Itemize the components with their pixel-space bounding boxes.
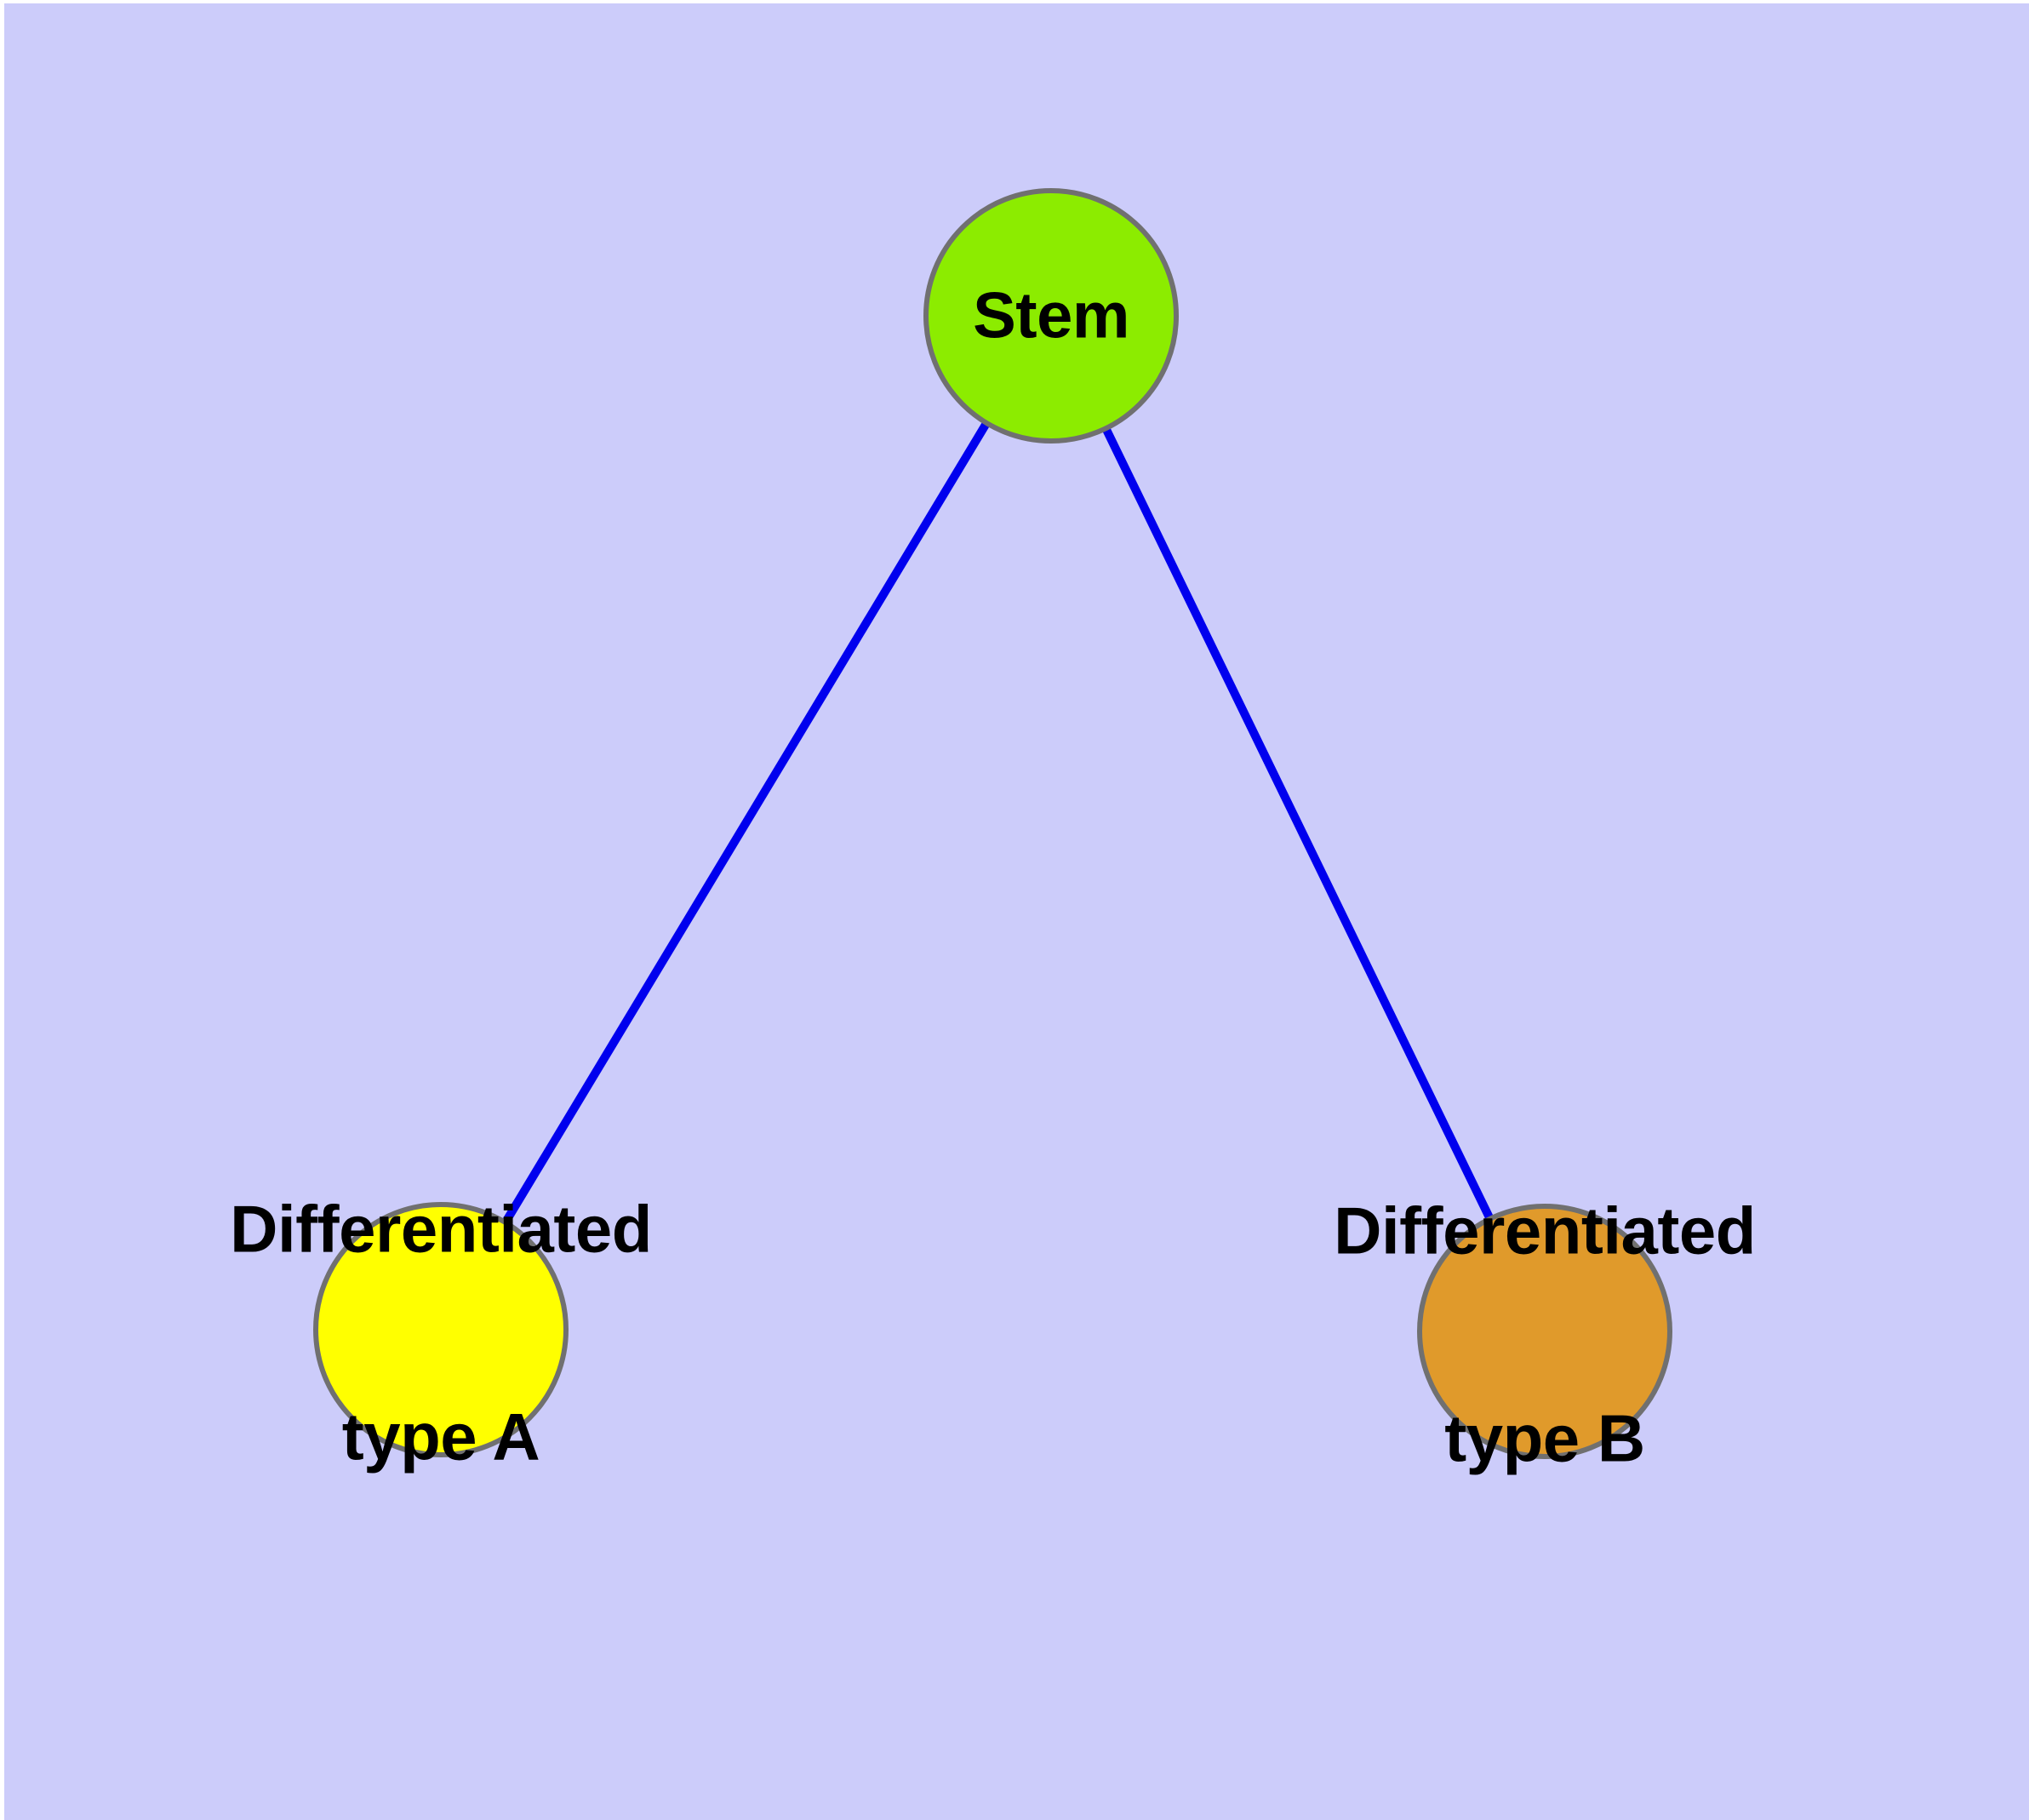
edge-stem-diff-a[interactable]	[437, 313, 1055, 1332]
node-diff-b-circle[interactable]	[1417, 1204, 1672, 1459]
node-layer	[313, 188, 1672, 1459]
edge-stem-diff-b[interactable]	[1047, 313, 1549, 1334]
node-stem-circle[interactable]	[923, 188, 1179, 444]
edge-layer	[437, 313, 1549, 1334]
node-diff-a-circle[interactable]	[313, 1202, 569, 1457]
